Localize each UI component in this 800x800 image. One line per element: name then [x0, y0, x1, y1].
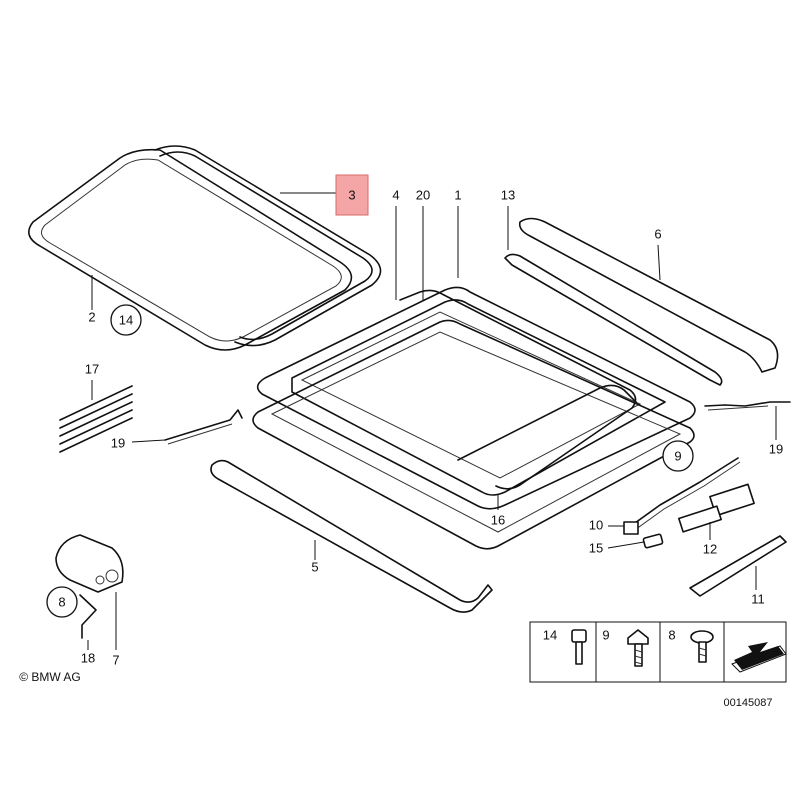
inner-seal[interactable] [399, 289, 637, 490]
callout-9-circle[interactable] [662, 440, 694, 472]
screw-8-icon[interactable] [690, 630, 714, 663]
callout-16[interactable]: 16 [491, 512, 505, 527]
bolt-9-icon[interactable] [627, 629, 649, 667]
legend-8-label: 8 [668, 627, 675, 642]
callout-15[interactable]: 15 [589, 540, 603, 555]
callout-10[interactable]: 10 [589, 517, 603, 532]
guide-strips[interactable] [59, 385, 133, 453]
leader-lines [87, 192, 777, 650]
cable-connector[interactable] [623, 521, 639, 535]
cable-right[interactable] [704, 401, 791, 411]
roof-frame[interactable] [252, 286, 696, 550]
arrow-plate-icon [731, 642, 787, 673]
callout-19-right[interactable]: 19 [769, 441, 783, 456]
callout-2[interactable]: 2 [88, 309, 95, 324]
callout-20[interactable]: 20 [416, 187, 430, 202]
pad[interactable] [642, 533, 664, 549]
diagram-number: 00145087 [724, 697, 773, 709]
callout-13[interactable]: 13 [501, 187, 515, 202]
glass-panel[interactable] [28, 148, 353, 351]
cable-left[interactable] [164, 409, 243, 445]
callout-14[interactable]: 14 [119, 312, 133, 327]
callout-12[interactable]: 12 [703, 541, 717, 556]
callout-8[interactable]: 8 [58, 594, 65, 609]
callout-6[interactable]: 6 [654, 226, 661, 241]
fastener-legend: 14 9 8 [529, 621, 787, 683]
callout-7[interactable]: 7 [112, 652, 119, 667]
brackets[interactable] [678, 483, 755, 533]
callout-8-circle[interactable] [46, 586, 78, 618]
callout-1[interactable]: 1 [454, 187, 461, 202]
callout-17[interactable]: 17 [85, 361, 99, 376]
callout-5[interactable]: 5 [311, 559, 318, 574]
callout-4[interactable]: 4 [392, 187, 399, 202]
callout-14-circle[interactable] [110, 304, 142, 336]
callout-19-left[interactable]: 19 [111, 435, 125, 450]
drive-cable[interactable] [627, 457, 739, 529]
hex-key[interactable] [79, 594, 97, 639]
callout-9[interactable]: 9 [674, 448, 681, 463]
drain-channel[interactable] [210, 459, 493, 613]
copyright: © BMW AG [19, 670, 81, 684]
callout-3[interactable]: 3 [348, 187, 355, 202]
legend-14-label: 14 [543, 627, 557, 642]
drive-motor[interactable] [55, 534, 124, 593]
callout-18[interactable]: 18 [81, 650, 95, 665]
glass-seal[interactable] [154, 145, 382, 347]
callout-labels: 3 4 20 1 13 6 2 14 17 19 19 9 16 10 15 1… [46, 187, 783, 667]
callout-11[interactable]: 11 [751, 591, 765, 606]
wind-deflector[interactable] [504, 217, 779, 386]
trim-strip[interactable] [689, 535, 787, 597]
legend-9-label: 9 [602, 627, 609, 642]
screw-14-icon[interactable] [571, 629, 587, 665]
highlight-box [335, 174, 369, 216]
